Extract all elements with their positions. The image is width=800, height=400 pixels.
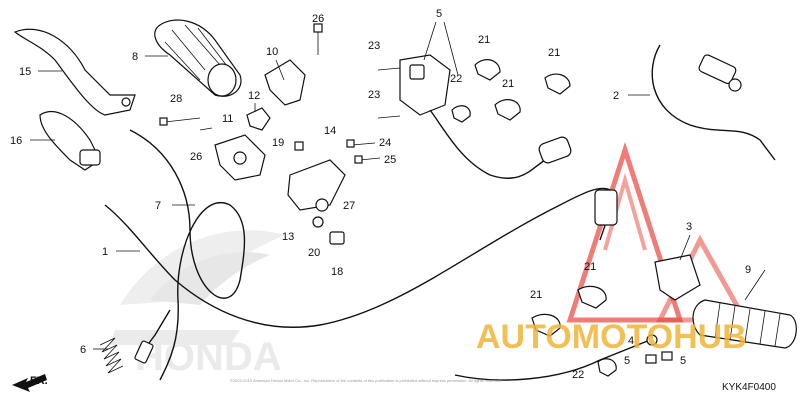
- copyright-note: ©2003-2015 American Honda Motor Co., Inc…: [230, 378, 502, 383]
- callout-14: 13: [282, 231, 294, 243]
- callout-4: 4: [628, 335, 634, 347]
- callout-28: 27: [343, 200, 355, 212]
- callout-21b: 21: [502, 78, 514, 90]
- callout-22a: 22: [450, 73, 462, 85]
- callout-23a: 23: [368, 40, 380, 52]
- callout-21d: 21: [584, 261, 596, 273]
- diagram-part-code: KYK4F0400: [722, 382, 776, 393]
- direction-label: FR.: [30, 375, 48, 387]
- callout-7: 7: [155, 200, 161, 212]
- screws-right: [346, 67, 401, 164]
- callout-16: 15: [19, 66, 31, 78]
- callout-2: 2: [613, 90, 619, 102]
- callout-21c: 21: [548, 47, 560, 59]
- callout-6: 5: [436, 8, 442, 20]
- callout-23b: 23: [368, 89, 380, 101]
- callout-21e: 21: [530, 289, 542, 301]
- front-direction-indicator: FR.: [12, 374, 48, 392]
- callout-10: 9: [745, 264, 751, 276]
- callout-9: 8: [132, 51, 138, 63]
- callout-22b: 22: [572, 369, 584, 381]
- right-grip: [692, 299, 797, 349]
- cable-clamps: [451, 59, 617, 377]
- nuts: [645, 334, 673, 364]
- callout-26a: 24: [379, 137, 391, 149]
- callout-8: 6: [80, 344, 86, 356]
- switch-housing: [399, 54, 572, 179]
- return-spring: [99, 309, 171, 374]
- callout-20: 20: [308, 247, 320, 259]
- perch-bracket: [287, 159, 346, 245]
- left-grip: [154, 19, 242, 97]
- throttle-cable: [651, 44, 776, 161]
- lever-bracket: [39, 110, 101, 171]
- brake-cable: [104, 187, 611, 328]
- honda-watermark-text: HONDA: [135, 335, 282, 379]
- callout-1: 1: [102, 246, 108, 258]
- callout-25: 26: [312, 13, 324, 25]
- callout-17: 16: [10, 135, 22, 147]
- callout-5a: 5: [624, 355, 630, 367]
- callout-5b: 5: [680, 355, 686, 367]
- callout-26b: 25: [384, 154, 396, 166]
- throttle-cable-end: [698, 54, 742, 92]
- callout-12: 11: [222, 113, 233, 125]
- callout-21a: 21: [478, 34, 490, 46]
- holder-13: [246, 107, 271, 131]
- automotohub-watermark: AUTOMOTOHUB: [476, 318, 747, 356]
- callout-13: 12: [248, 90, 260, 102]
- callout-19: 19: [272, 137, 284, 149]
- callout-18: 18: [331, 266, 343, 278]
- bolts-left: [159, 23, 323, 151]
- callout-27: 28: [170, 93, 182, 105]
- callout-15: 14: [324, 125, 336, 137]
- cable-adjuster: [594, 189, 701, 301]
- callout-11: 10: [266, 46, 278, 58]
- callout-3: 3: [686, 221, 692, 233]
- clutch-lever: [13, 28, 136, 116]
- callout-layer: 15 16 8 26 10 12 28 11 26 19 14 7 1 6 13…: [10, 8, 766, 381]
- callout-24: 26: [190, 151, 202, 163]
- switch-cover: [264, 59, 306, 106]
- clutch-cable: [129, 129, 246, 381]
